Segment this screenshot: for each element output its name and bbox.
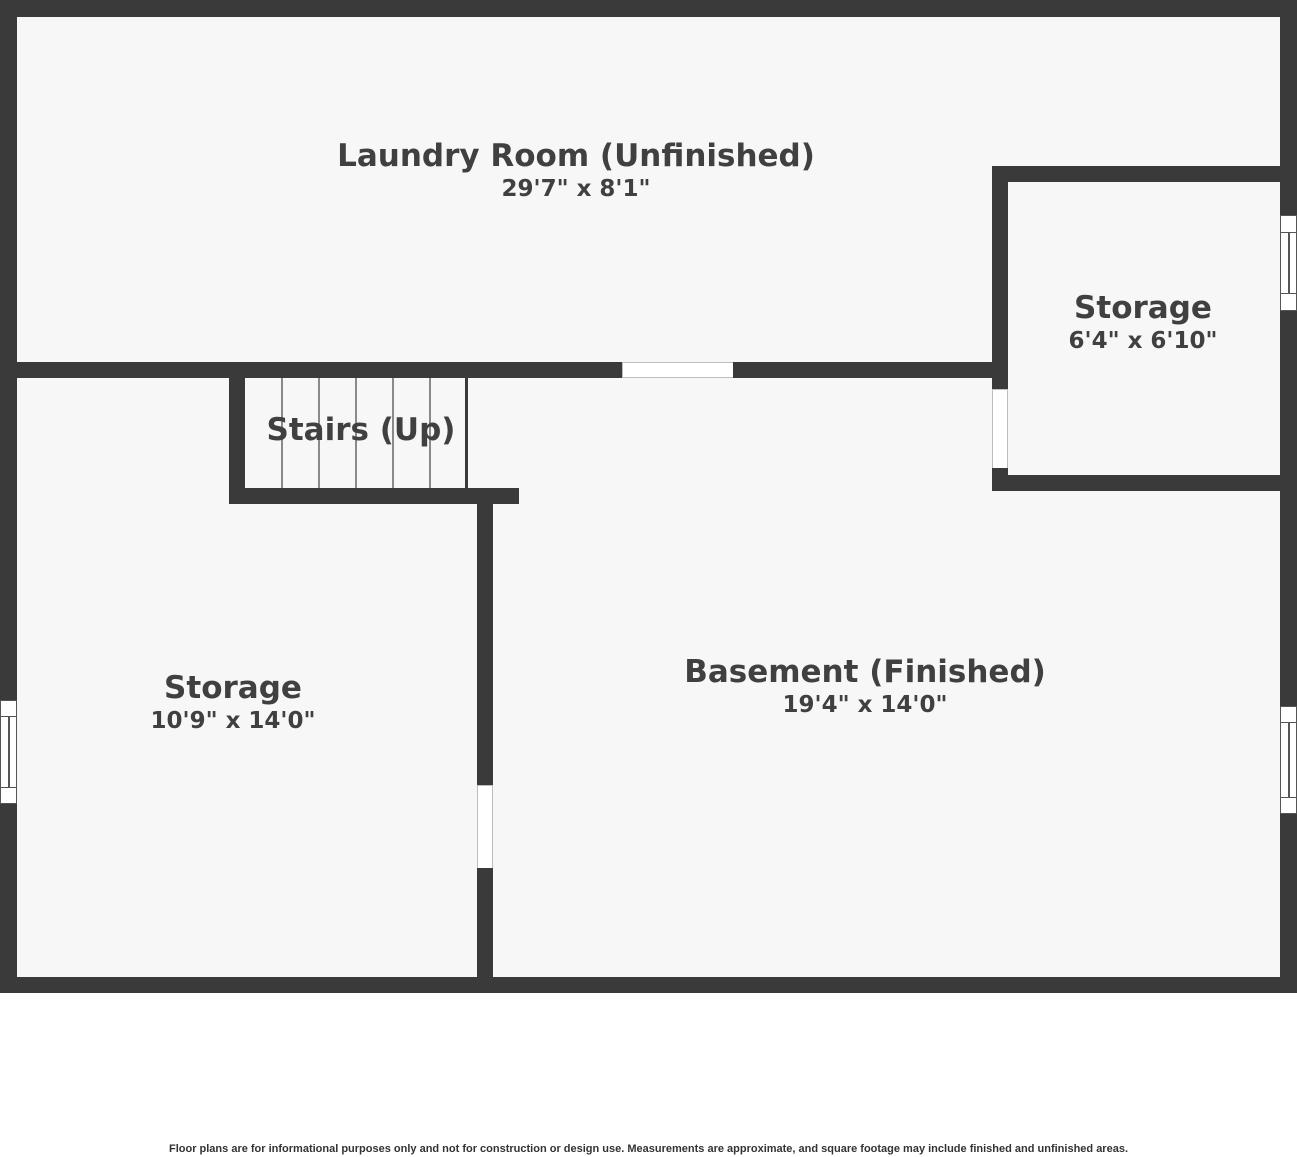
stair-tread [392,378,394,488]
room-label-laundry: Laundry Room (Unfinished) 29'7" x 8'1" [337,138,815,204]
outer-wall-top [0,0,1297,17]
room-dimensions: 10'9" x 14'0" [150,708,316,734]
room-name: Basement (Finished) [684,654,1046,690]
wall-stairs-right [465,378,468,490]
window-basement [1280,706,1297,814]
stair-tread [318,378,320,488]
room-dimensions: 19'4" x 14'0" [782,692,948,718]
wall-storage-right-bottom [992,475,1292,491]
room-name: Storage [164,670,302,706]
floor-plan: Laundry Room (Unfinished) 29'7" x 8'1" S… [0,0,1297,993]
wall-storage-right-left-upper [992,166,1008,390]
stair-tread [281,378,283,488]
doorway-laundry-basement [622,362,734,378]
wall-stairs-left [229,362,245,504]
doorway-storage-right [992,389,1008,469]
disclaimer-text: Floor plans are for informational purpos… [168,1143,1128,1155]
wall-storage-right-top [992,166,1292,182]
outer-wall-bottom [0,977,1297,993]
room-label-storage-left: Storage 10'9" x 14'0" [151,670,316,736]
stair-tread [429,378,431,488]
window-storage-right [1280,215,1297,311]
room-label-basement: Basement (Finished) 19'4" x 14'0" [684,654,1046,720]
room-name: Laundry Room (Unfinished) [337,138,815,174]
wall-storage-left-right-upper [477,496,493,786]
window-storage-left [0,700,17,804]
room-name: Stairs (Up) [266,412,456,448]
doorway-storage-left [477,785,493,869]
wall-stairs-bottom [229,488,519,504]
outer-wall-left [0,0,17,993]
wall-storage-left-right-lower [477,868,493,983]
wall-laundry-divider-right [733,362,1003,378]
wall-laundry-divider-left [8,362,623,378]
stair-tread [355,378,357,488]
room-label-storage-right: Storage 6'4" x 6'10" [1069,290,1218,356]
room-label-stairs: Stairs (Up) [267,412,456,448]
room-dimensions: 29'7" x 8'1" [501,176,651,202]
outer-wall-right [1280,0,1297,993]
room-name: Storage [1074,290,1212,326]
room-dimensions: 6'4" x 6'10" [1068,328,1218,354]
